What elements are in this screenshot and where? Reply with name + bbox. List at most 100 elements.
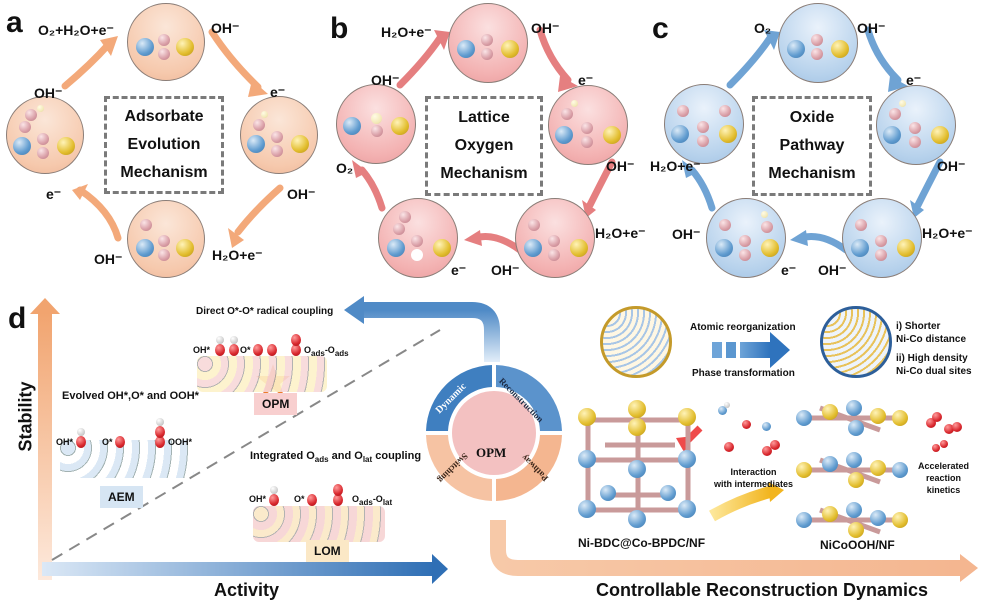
label: e⁻ bbox=[270, 84, 286, 100]
label: OH⁻ bbox=[818, 262, 847, 278]
panel-a-mechanism-box: Adsorbate Evolution Mechanism bbox=[104, 96, 224, 194]
label: H₂O+e⁻ bbox=[381, 24, 432, 40]
opm-title: Direct O*-O* radical coupling bbox=[196, 306, 334, 317]
wheel-center bbox=[452, 391, 536, 475]
label: e⁻ bbox=[906, 72, 922, 88]
kinetics-line: kinetics bbox=[926, 485, 961, 495]
controllable-arrow bbox=[490, 520, 978, 582]
panel-c-mechanism-box: Oxide Pathway Mechanism bbox=[752, 96, 872, 196]
feature-line: Ni-Co dual sites bbox=[896, 366, 972, 377]
intermediate-sphere bbox=[842, 198, 922, 278]
species-label: OH* bbox=[193, 345, 211, 355]
intermediate-sphere bbox=[240, 96, 318, 174]
mechanism-line: Oxide bbox=[789, 109, 835, 126]
mechanism-line: Lattice bbox=[458, 109, 510, 126]
label: OH⁻ bbox=[34, 85, 63, 101]
label: H₂O+e⁻ bbox=[212, 247, 263, 263]
label: OH⁻ bbox=[211, 20, 240, 36]
intermediate-sphere bbox=[515, 198, 595, 278]
label: e⁻ bbox=[451, 262, 467, 278]
cycle-arrow bbox=[61, 41, 112, 90]
interaction-line: Interaction bbox=[730, 467, 777, 477]
step-phase-transformation: Phase transformation bbox=[692, 368, 795, 379]
mechanism-line: Mechanism bbox=[768, 165, 856, 182]
panel-b-mechanism-box: Lattice Oxygen Mechanism bbox=[425, 96, 543, 196]
label: OH⁻ bbox=[94, 251, 123, 267]
x-axis-label: Activity bbox=[214, 580, 280, 600]
oads-oads-label: Oads-Oads bbox=[304, 345, 349, 358]
kinetics-label: Accelerated reaction kinetics bbox=[918, 460, 969, 496]
species-label: OOH* bbox=[168, 437, 193, 447]
cycle-arrow bbox=[234, 184, 284, 236]
intermediate-sphere bbox=[6, 96, 84, 174]
intermediate-sphere bbox=[548, 85, 628, 165]
mechanism-line: Adsorbate bbox=[124, 108, 204, 125]
intermediate-sphere bbox=[706, 198, 786, 278]
intermediate-sphere bbox=[378, 198, 458, 278]
precursor-label: Ni-BDC@Co-BPDC/NF bbox=[578, 536, 706, 550]
panel-a-arrowheads bbox=[72, 36, 268, 248]
species-label: OH* bbox=[56, 437, 74, 447]
intermediate-sphere bbox=[127, 200, 205, 278]
mechanism-line: Mechanism bbox=[120, 164, 208, 181]
cycle-arrow bbox=[76, 186, 122, 242]
label: OH⁻ bbox=[371, 72, 400, 88]
aem-tag: AEM bbox=[100, 486, 143, 508]
wheel-segment-dynamic bbox=[426, 365, 492, 431]
product-features: i) Shorter Ni-Co distance ii) High densi… bbox=[896, 320, 972, 378]
interaction-line: with intermediates bbox=[714, 479, 794, 489]
oads-olat-label: Oads-Olat bbox=[352, 494, 393, 507]
species-label: O* bbox=[240, 345, 251, 355]
feature-line: Ni-Co distance bbox=[896, 334, 967, 345]
panel-d-letter: d bbox=[8, 302, 27, 335]
mechanism-line: Evolution bbox=[127, 136, 201, 153]
mechanism-line: Mechanism bbox=[440, 165, 528, 182]
product-label: NiCoOOH/NF bbox=[820, 538, 895, 552]
label: OH⁻ bbox=[857, 20, 886, 36]
label: H₂O+e⁻ bbox=[650, 158, 701, 174]
label: H₂O+e⁻ bbox=[595, 225, 646, 241]
label: O₂ bbox=[754, 20, 772, 36]
label: O₂+H₂O+e⁻ bbox=[38, 22, 114, 38]
wheel-segment-pathway bbox=[496, 435, 562, 501]
phase-transformation-arrow bbox=[712, 332, 790, 368]
label: OH⁻ bbox=[672, 226, 701, 242]
label: e⁻ bbox=[46, 186, 62, 202]
panel-a-letter: a bbox=[6, 6, 23, 39]
species-label: O* bbox=[102, 437, 113, 447]
intermediate-sphere bbox=[664, 84, 744, 164]
label: e⁻ bbox=[781, 262, 797, 278]
precursor-zoom-bubble bbox=[600, 306, 672, 378]
wheel-center-label: OPM bbox=[476, 445, 507, 460]
intermediate-sphere bbox=[127, 3, 205, 81]
kinetics-line: reaction bbox=[926, 473, 962, 483]
stability-axis-arrow bbox=[30, 298, 60, 580]
intermediate-sphere bbox=[778, 3, 858, 83]
yellow-swoosh-arrow bbox=[709, 486, 772, 522]
label: OH⁻ bbox=[491, 262, 520, 278]
step-atomic-reorganization: Atomic reorganization bbox=[690, 322, 796, 333]
dashed-diagonal bbox=[51, 329, 441, 561]
kinetics-line: Accelerated bbox=[918, 461, 970, 471]
panel-c-letter: c bbox=[652, 12, 669, 45]
lom-tag: LOM bbox=[306, 540, 349, 562]
mechanism-line: Pathway bbox=[779, 137, 845, 154]
lom-surface bbox=[253, 506, 385, 542]
intermediate-sphere bbox=[336, 84, 416, 164]
cycle-arrow bbox=[208, 28, 262, 91]
species-label: O* bbox=[294, 494, 305, 504]
species-label: OH* bbox=[249, 494, 267, 504]
panel-b-letter: b bbox=[330, 12, 349, 45]
label: O₂ bbox=[336, 160, 354, 176]
label: OH⁻ bbox=[531, 20, 560, 36]
feedback-arrow bbox=[344, 296, 500, 362]
aem-title: Evolved OH*,O* and OOH* bbox=[62, 390, 199, 402]
opm-tag: OPM bbox=[254, 393, 298, 415]
interaction-label: Interaction with intermediates bbox=[714, 466, 793, 490]
label: H₂O+e⁻ bbox=[922, 225, 973, 241]
intermediate-sphere bbox=[448, 3, 528, 83]
feature-line: i) Shorter bbox=[896, 321, 941, 332]
label: OH⁻ bbox=[287, 186, 316, 202]
feature-line: ii) High density bbox=[896, 353, 968, 364]
footer-controllable-dynamics: Controllable Reconstruction Dynamics bbox=[596, 580, 929, 600]
